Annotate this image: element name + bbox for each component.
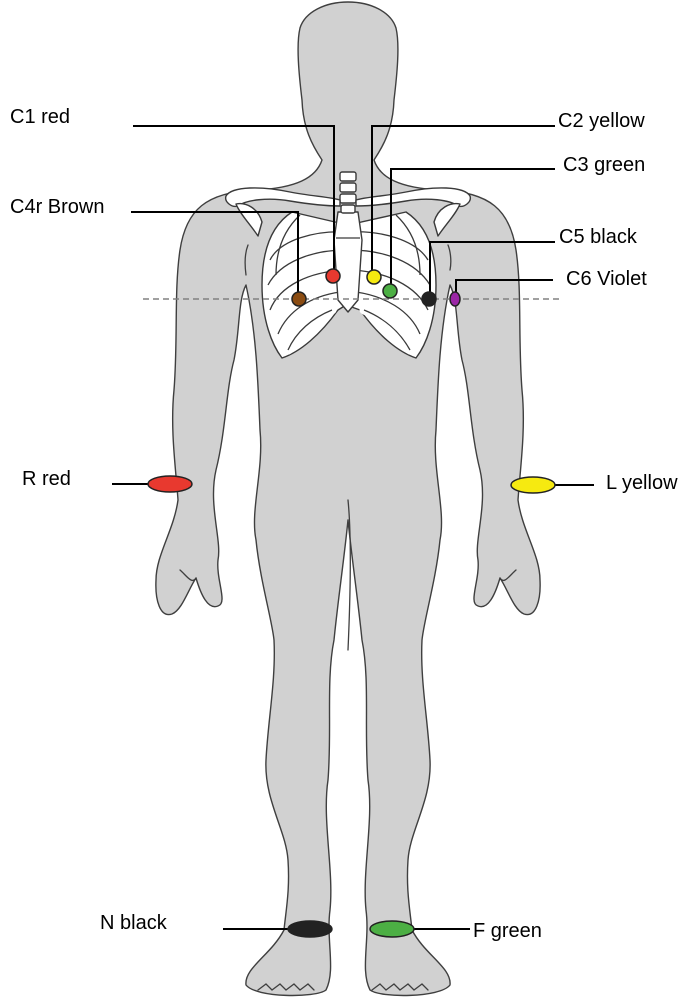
label-f: F green: [473, 920, 542, 942]
body-outline: [156, 2, 540, 995]
f-electrode-band: [370, 921, 414, 937]
spine: [340, 172, 356, 213]
sternum: [334, 212, 362, 312]
label-c1: C1 red: [10, 106, 70, 128]
c2-electrode: [367, 270, 381, 284]
l-electrode-band: [511, 477, 555, 493]
c3-electrode: [383, 284, 397, 298]
c6-electrode: [450, 292, 460, 306]
r-electrode-band: [148, 476, 192, 492]
c1-electrode: [326, 269, 340, 283]
body-silhouette: [156, 2, 540, 995]
label-c4r: C4r Brown: [10, 196, 104, 218]
label-n: N black: [100, 912, 168, 934]
n-electrode-band: [288, 921, 332, 937]
label-l: L yellow: [606, 472, 678, 494]
label-c6: C6 Violet: [566, 268, 647, 290]
label-r: R red: [22, 468, 71, 490]
c4r-electrode: [292, 292, 306, 306]
label-c2: C2 yellow: [558, 110, 645, 132]
c5-electrode: [422, 292, 436, 306]
label-c3: C3 green: [563, 154, 645, 176]
label-c5: C5 black: [559, 226, 638, 248]
